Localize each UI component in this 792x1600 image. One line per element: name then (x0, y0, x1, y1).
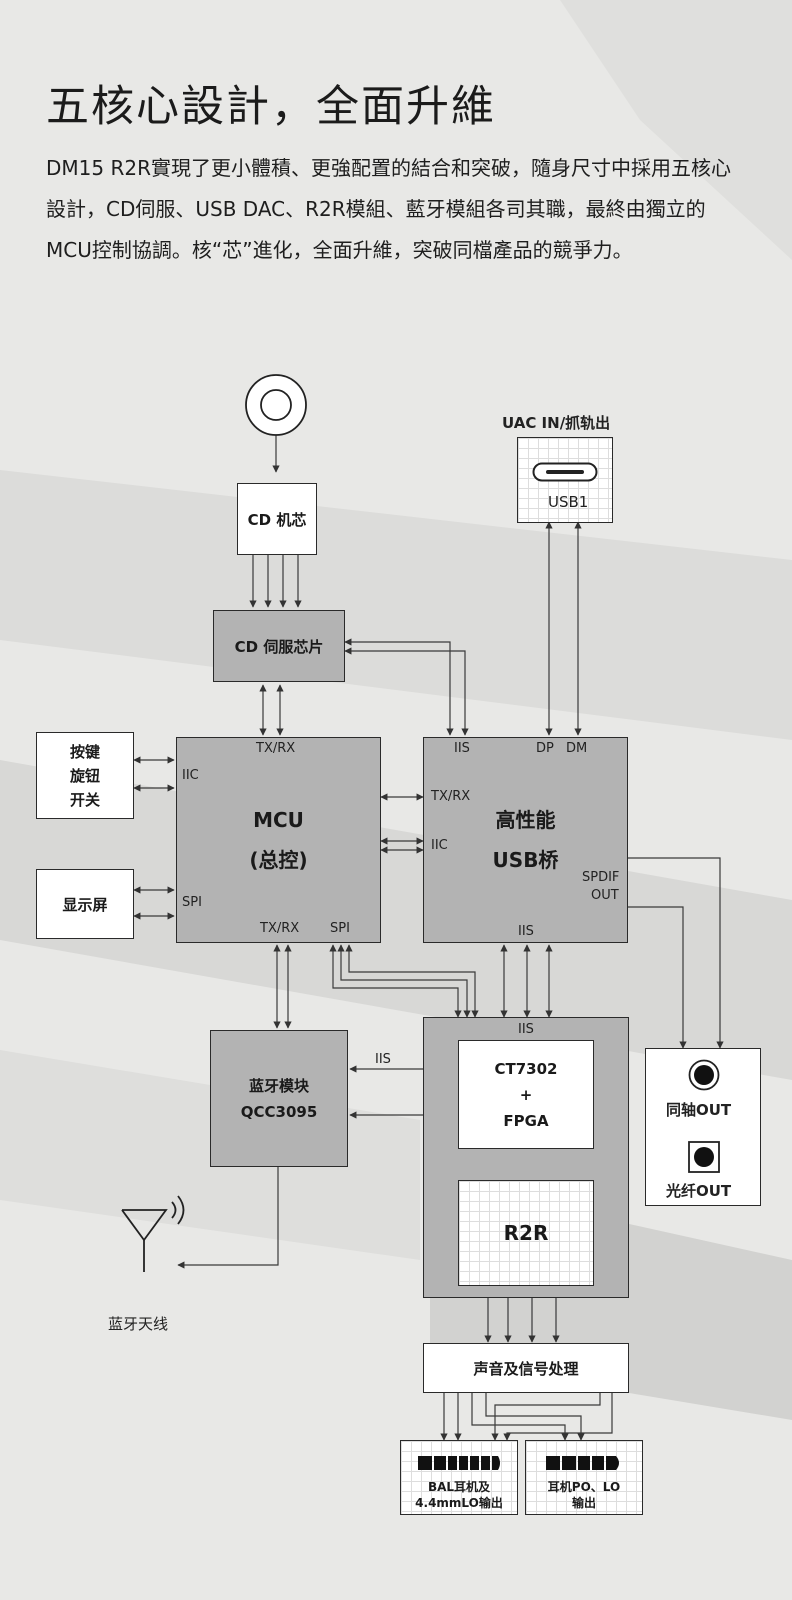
coax-out-label: 同轴OUT (666, 1101, 732, 1119)
cd-disc-icon (244, 373, 308, 437)
antenna-label: 蓝牙天线 (108, 1315, 169, 1333)
usb-port-box: USB1 (517, 437, 613, 523)
bal-output-label: BAL耳机及 (427, 1480, 491, 1494)
po-output-label: 耳机PO、LO (547, 1480, 621, 1494)
coax-jack-icon (688, 1059, 720, 1091)
dac-iis-label: IIS (518, 1022, 534, 1037)
ct7302-fpga-box: CT7302 + FPGA (458, 1040, 594, 1149)
bridge-iis-top-label: IIS (454, 741, 470, 756)
plus-label: + (519, 1085, 533, 1104)
cd-mechanism-label: CD 机芯 (247, 510, 307, 529)
display-box: 显示屏 (36, 869, 134, 939)
bal-output-sub-label: 4.4mmLO输出 (415, 1496, 503, 1510)
bluetooth-module-box: 蓝牙模块 QCC3095 (210, 1030, 348, 1167)
optical-jack-icon (688, 1141, 720, 1173)
usb-c-port-icon (532, 462, 598, 482)
bal-output-box: BAL耳机及 4.4mmLO输出 (400, 1440, 518, 1515)
po-output-box: 耳机PO、LO 输出 (525, 1440, 643, 1515)
usb-title: UAC IN/抓轨出 (502, 414, 611, 432)
digital-out-box: 同轴OUT 光纤OUT (645, 1048, 761, 1206)
key-switch-label: 开关 (69, 790, 100, 809)
bridge-iic-label: IIC (431, 838, 448, 853)
keys-box: 按键 旋钮 开关 (36, 732, 134, 819)
bluetooth-chip-label: QCC3095 (240, 1102, 318, 1121)
usb-bridge-sub-label: USB桥 (492, 848, 559, 872)
bal-plug-icon (418, 1454, 502, 1472)
usb-bridge-label: 高性能 (495, 808, 556, 832)
key-buttons-label: 按键 (69, 742, 100, 761)
cd-servo-label: CD 伺服芯片 (234, 637, 324, 656)
usb-bridge-box: 高性能 USB桥 (423, 737, 628, 943)
po-plug-icon (546, 1454, 624, 1472)
bridge-iis-bottom-label: IIS (518, 924, 534, 939)
fpga-label: FPGA (503, 1111, 549, 1130)
intro-paragraph: DM15 R2R實現了更小體積、更強配置的結合和突破，隨身尺寸中採用五核心設計，… (46, 156, 731, 262)
signal-processing-box: 声音及信号处理 (423, 1343, 629, 1393)
bridge-dp-label: DP (536, 741, 554, 756)
key-knob-label: 旋钮 (69, 766, 100, 785)
mcu-spi-bottom-label: SPI (330, 921, 350, 936)
usb-port-label: USB1 (548, 493, 589, 511)
mcu-spi-left-label: SPI (182, 895, 202, 910)
antenna-icon (116, 1192, 192, 1274)
ct7302-label: CT7302 (494, 1059, 558, 1078)
mcu-label: MCU (253, 808, 304, 832)
po-output-sub-label: 输出 (571, 1496, 596, 1510)
cd-mechanism-box: CD 机芯 (237, 483, 317, 555)
cd-servo-box: CD 伺服芯片 (213, 610, 345, 682)
bridge-out-label: OUT (591, 888, 619, 903)
signal-processing-label: 声音及信号处理 (473, 1359, 579, 1378)
mcu-sub-label: (总控) (249, 848, 308, 872)
mcu-txrx-bottom-label: TX/RX (260, 921, 300, 936)
bridge-dm-label: DM (566, 741, 588, 756)
bluetooth-module-label: 蓝牙模块 (248, 1076, 309, 1095)
bridge-txrx-label: TX/RX (431, 789, 471, 804)
bridge-spdif-label: SPDIF (582, 870, 620, 885)
r2r-box: R2R (458, 1180, 594, 1286)
display-label: 显示屏 (62, 895, 108, 914)
page-title: 五核心設計，全面升維 (46, 82, 496, 132)
bt-iis-label: IIS (375, 1052, 391, 1067)
mcu-txrx-top-label: TX/RX (256, 741, 296, 756)
mcu-box: MCU (总控) (176, 737, 381, 943)
optical-out-label: 光纤OUT (666, 1182, 732, 1200)
mcu-iic-label: IIC (182, 768, 199, 783)
r2r-label: R2R (503, 1221, 549, 1245)
